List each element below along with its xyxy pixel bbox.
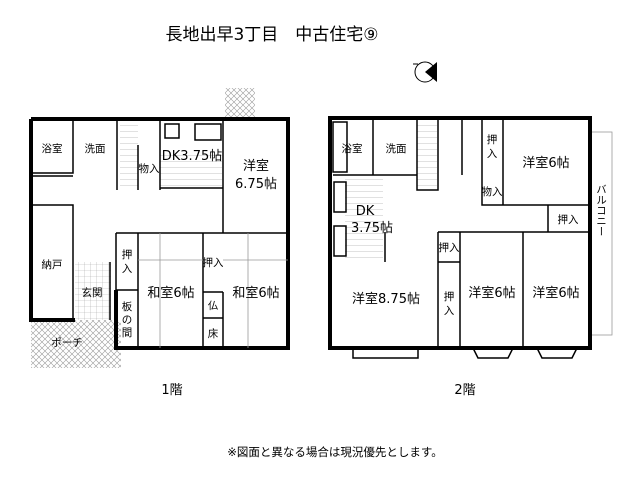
room-western-1f: 洋室	[243, 158, 269, 174]
room-bath-2f: 浴室	[342, 142, 363, 155]
butsuma: 仏	[208, 300, 219, 312]
room-western-size-1f: 6.75帖	[235, 177, 277, 192]
oshiire-2f-1a: 押	[487, 133, 498, 146]
tokonoma: 床	[208, 327, 219, 340]
itanoma-1: 板	[122, 300, 133, 313]
balcony-label: バルコニー	[595, 184, 607, 237]
room-storage-2f: 物入	[482, 185, 503, 198]
room-wash-2f: 洗面	[386, 143, 407, 155]
oshiire-2f-4b: 入	[444, 305, 455, 317]
room-washitsu-2: 和室6帖	[232, 285, 279, 301]
room-dk-1f: DK3.75帖	[162, 149, 222, 164]
itanoma-3: 間	[122, 327, 133, 339]
genkan-tile	[75, 262, 111, 320]
oshiire-1f-a: 押	[122, 248, 133, 261]
room-western-2f-3: 洋室6帖	[532, 285, 579, 301]
floor-2-plan: 浴室 洗面 押 入 洋室6帖 物入 DK 3.75帖 押入 押入 洋室8.75帖…	[328, 116, 613, 359]
compass-icon	[413, 61, 437, 83]
oshiire-2f-2: 押入	[558, 213, 579, 226]
room-bath-1f: 浴室	[42, 142, 63, 155]
room-western-2f-1: 洋室6帖	[522, 155, 569, 171]
floor-1-label: 1階	[161, 383, 182, 398]
porch-label: ポーチ	[51, 337, 83, 349]
porch-area	[31, 320, 121, 368]
room-storage-1f: 物入	[139, 162, 160, 175]
disclaimer-note: ※図面と異なる場合は現況優先とします。	[227, 445, 442, 459]
room-genkan: 玄関	[82, 286, 103, 299]
oshiire-2f-4a: 押	[444, 290, 455, 303]
page-title: 長地出早3丁目 中古住宅⑨	[165, 25, 378, 45]
oshiire-2f-1b: 入	[487, 148, 498, 160]
room-dk-2f: DK	[356, 204, 375, 219]
oshiire-1f-2: 押入	[203, 256, 224, 269]
room-western-875: 洋室8.75帖	[352, 291, 420, 307]
entry-step	[225, 88, 255, 118]
room-washitsu-1: 和室6帖	[147, 285, 194, 301]
room-dk-size-2f: 3.75帖	[351, 221, 393, 236]
oshiire-1f-b: 入	[122, 263, 133, 275]
room-western-2f-2: 洋室6帖	[468, 285, 515, 301]
room-nando: 納戸	[42, 258, 63, 271]
floor-2-label: 2階	[454, 383, 475, 398]
itanoma-2: の	[122, 314, 133, 326]
floor-1-plan: 浴室 洗面 物入 DK3.75帖 洋室 6.75帖 納戸 玄関 ポーチ 押 入 …	[29, 88, 290, 368]
oshiire-2f-3: 押入	[439, 241, 460, 254]
room-wash-1f: 洗面	[85, 143, 106, 155]
